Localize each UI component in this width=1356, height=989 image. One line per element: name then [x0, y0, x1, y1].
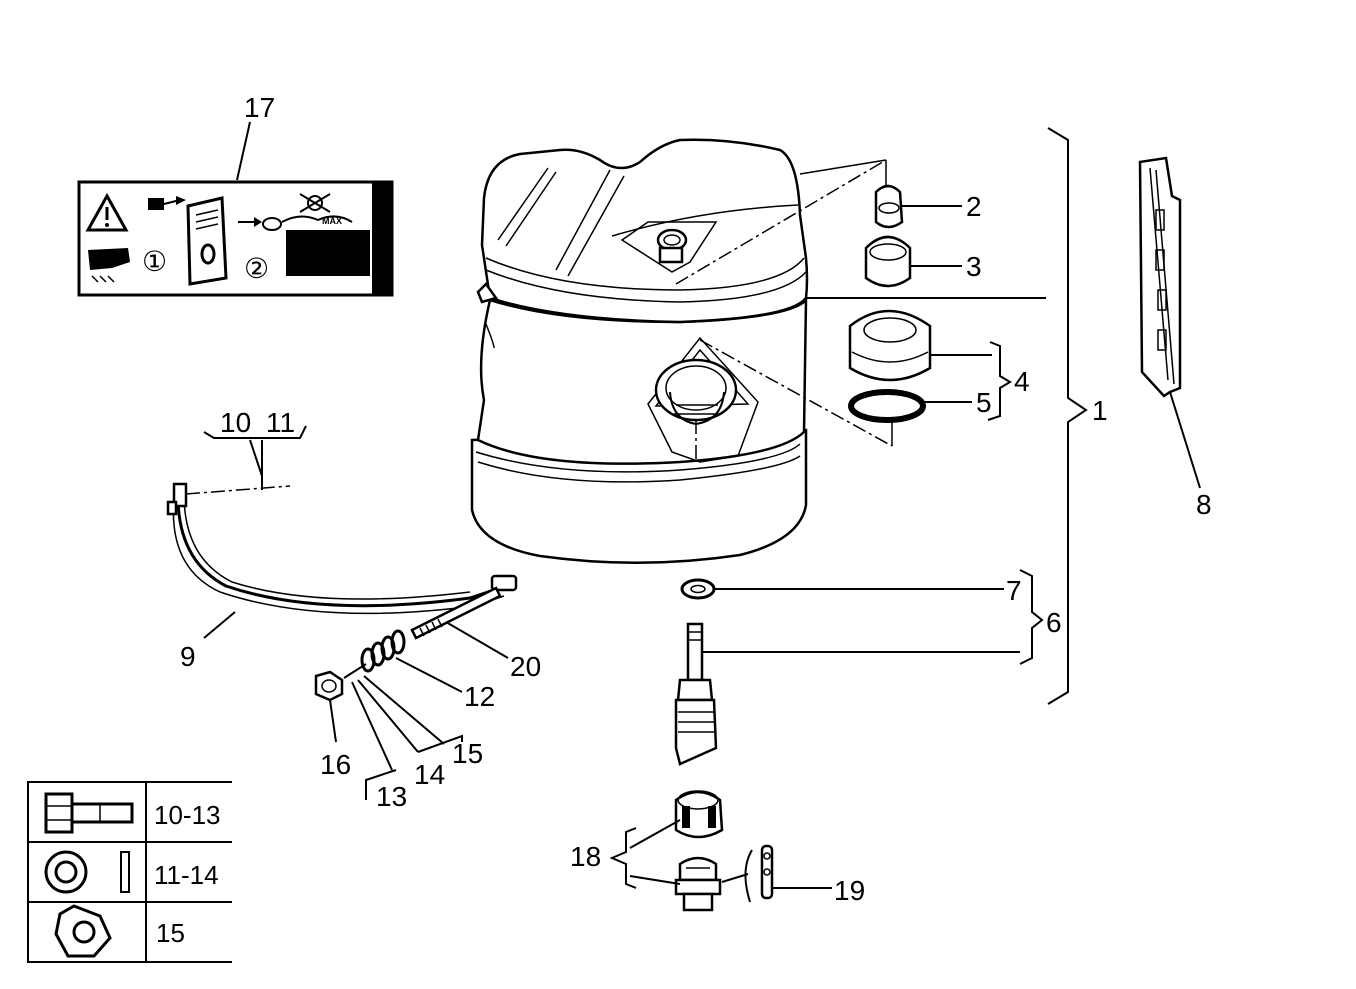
part-18-fitting — [674, 856, 722, 912]
part-18-nut — [674, 790, 724, 839]
bolt-icon — [44, 792, 134, 834]
fuel-symbol-icon — [148, 196, 186, 210]
leader-19a — [721, 873, 749, 883]
part-16-nut — [314, 670, 344, 702]
bracket-1 — [1047, 127, 1088, 705]
part-3-cap — [864, 235, 912, 288]
manual-book-icon — [186, 196, 228, 286]
callout-16: 16 — [320, 749, 351, 780]
part-19-clip — [760, 844, 774, 900]
part-6-fuel-pickup — [674, 622, 718, 766]
callout-15: 15 — [452, 738, 483, 769]
callout-2: 2 — [966, 191, 982, 222]
axis-strap — [185, 485, 291, 495]
callout-12: 12 — [464, 681, 495, 712]
refill-arrow-icon — [238, 217, 282, 231]
part-9-strap — [166, 482, 518, 615]
part-7-washer — [680, 578, 716, 600]
callout-3: 3 — [966, 251, 982, 282]
callout-17: 17 — [244, 92, 275, 123]
callout-4: 4 — [1014, 366, 1030, 397]
part-20-threaded-rod — [410, 586, 502, 640]
part-12-spring — [360, 629, 406, 673]
axis-cap — [675, 159, 887, 285]
bracket-10-11 — [203, 425, 307, 439]
leader-16 — [329, 699, 337, 743]
hex-nut-icon — [54, 904, 112, 958]
part-2-cap-insert — [874, 184, 904, 229]
fuel-tank — [470, 138, 893, 565]
hardware-legend: 10-13 11-14 15 — [27, 781, 232, 963]
washer-icon — [44, 850, 130, 894]
leader-15 — [363, 675, 445, 745]
leader-12 — [395, 657, 463, 693]
leader-17 — [236, 121, 251, 181]
callout-9: 9 — [180, 641, 196, 672]
axis-sender — [699, 339, 893, 447]
callout-6: 6 — [1046, 607, 1062, 638]
legend-label-washer: 11-14 — [154, 860, 219, 890]
callout-11: 11 — [266, 407, 295, 438]
legend-label-bolt: 10-13 — [154, 800, 221, 830]
callout-19: 19 — [834, 875, 865, 906]
leader-20 — [445, 621, 509, 659]
bracket-18 — [609, 827, 637, 889]
part-5-o-ring — [848, 389, 926, 423]
callout-1: 1 — [1092, 395, 1108, 426]
part-4-sender-cap — [848, 309, 932, 382]
callout-5: 5 — [976, 387, 992, 418]
leader-13 — [351, 681, 393, 771]
bracket-15 — [417, 734, 463, 753]
leader-18a — [629, 819, 681, 849]
leader-18b — [629, 875, 681, 885]
leader-14 — [357, 679, 419, 753]
callout-20: 20 — [510, 651, 541, 682]
callout-8: 8 — [1196, 489, 1212, 520]
bracket-4 — [987, 341, 1012, 421]
bracket-19 — [744, 849, 753, 903]
callout-14: 14 — [414, 759, 445, 790]
warning-decal: ① ② MAX — [77, 180, 394, 297]
callout-10: 10 — [220, 407, 251, 438]
hand-hazard-icon — [88, 248, 130, 283]
tank-max-level-icon: MAX — [281, 193, 370, 276]
legend-label-nut: 15 — [156, 918, 185, 948]
callout-13: 13 — [376, 781, 407, 812]
warning-triangle-icon — [85, 192, 129, 232]
leader-9 — [203, 611, 236, 639]
callout-7: 7 — [1006, 575, 1022, 606]
bracket-13 — [365, 769, 397, 800]
max-text: MAX — [322, 216, 342, 226]
leader-8 — [1169, 391, 1201, 489]
part-8-mounting-plate — [1138, 156, 1182, 398]
step-1-marker: ① — [142, 246, 167, 277]
leader-washer — [343, 663, 367, 679]
callout-18: 18 — [570, 841, 601, 872]
bracket-6 — [1019, 569, 1044, 665]
step-2-marker: ② — [244, 253, 269, 284]
